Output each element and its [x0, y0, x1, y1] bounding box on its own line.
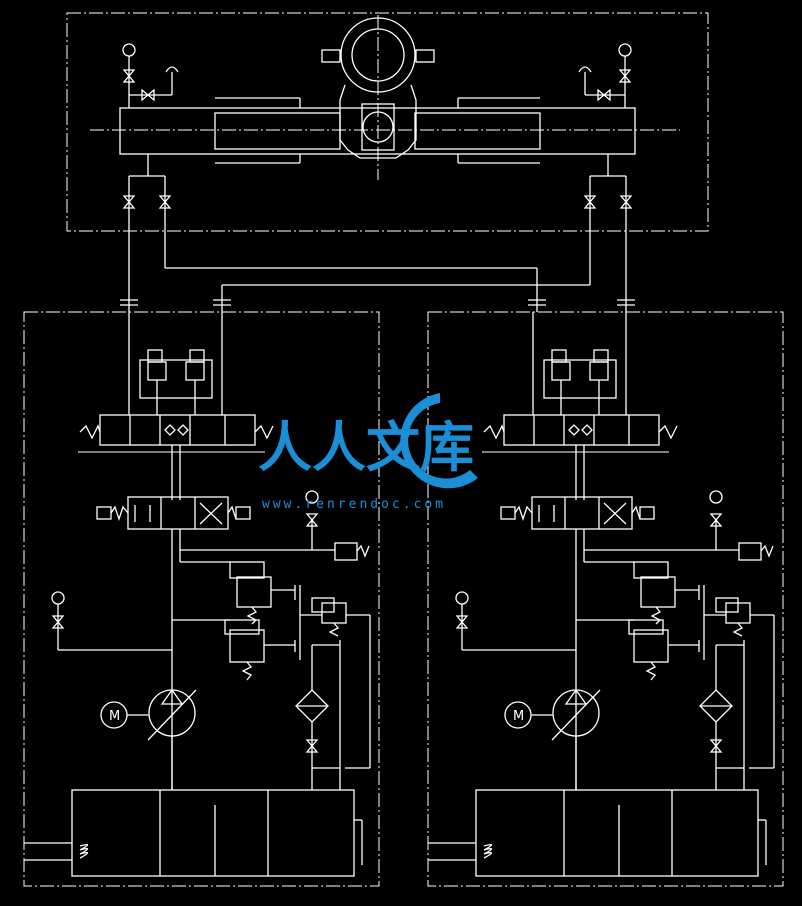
watermark-url: www.renrendoc.com	[262, 497, 446, 512]
connecting-pipes	[120, 230, 635, 312]
motor-label: M	[513, 709, 524, 724]
watermark-logo-circle	[400, 393, 478, 489]
motor-label: M	[109, 709, 120, 724]
watermark-brand-text: 人人文库	[258, 416, 474, 479]
watermark: 人人文库 www.renrendoc.com	[258, 393, 478, 512]
power-unit-left: M	[23, 311, 380, 887]
power-unit-right: M	[427, 311, 784, 887]
actuator-assembly	[66, 12, 709, 232]
